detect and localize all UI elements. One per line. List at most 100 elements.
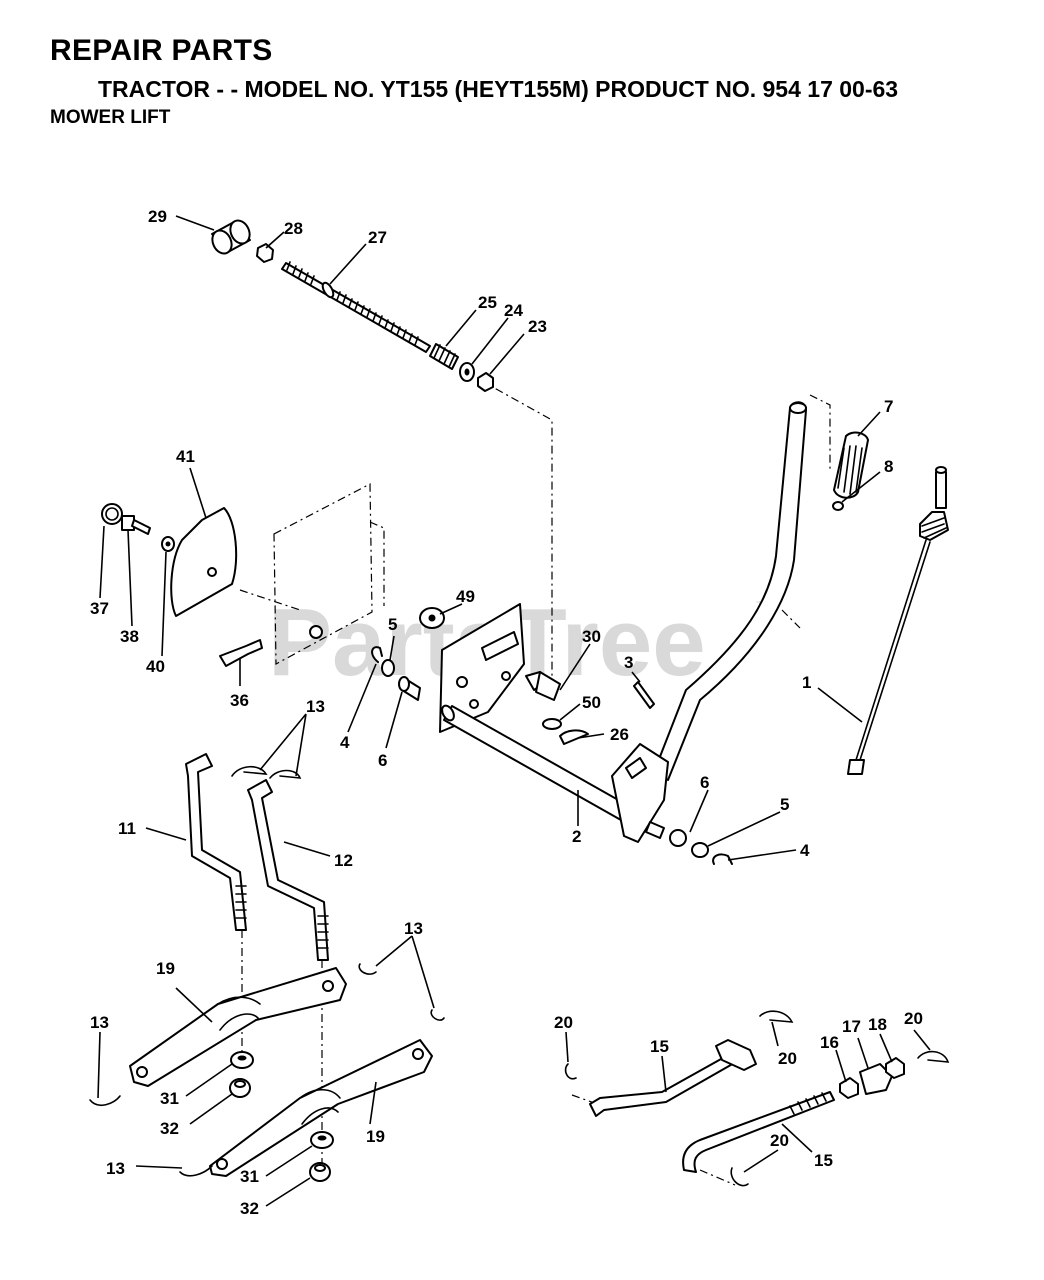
callout-13-bottom: 13 (106, 1159, 125, 1178)
clip-20-a (564, 1063, 577, 1080)
callout-6-right: 6 (700, 773, 709, 792)
callout-17: 17 (842, 1017, 861, 1036)
nut-28 (256, 243, 274, 263)
page-title: REPAIR PARTS (50, 34, 273, 67)
callout-38: 38 (120, 627, 139, 646)
callout-15-upper: 15 (650, 1037, 669, 1056)
leader-lines (97, 215, 931, 1207)
callout-20-a: 20 (554, 1013, 573, 1032)
callout-8: 8 (884, 457, 893, 476)
pin-3 (633, 681, 655, 709)
hairpin-13-f (179, 1165, 213, 1177)
callout-5-right: 5 (780, 795, 789, 814)
adjust-plate-41 (170, 507, 238, 617)
swivel-17 (859, 1063, 893, 1095)
callout-28: 28 (284, 219, 303, 238)
bolt-38 (121, 515, 151, 535)
washer-5-left (381, 659, 395, 677)
clip-4-right (712, 853, 733, 865)
callout-41: 41 (176, 447, 195, 466)
callout-20-b: 20 (778, 1049, 797, 1068)
clip-20-b (759, 1010, 794, 1023)
spring-25 (429, 343, 459, 370)
callout-23: 23 (528, 317, 547, 336)
callout-31-upper: 31 (160, 1089, 179, 1108)
shaft-2 (441, 704, 637, 825)
lift-handle (653, 401, 869, 781)
callout-2: 2 (572, 827, 581, 846)
clip-20-c (917, 1050, 950, 1063)
callout-16: 16 (820, 1033, 839, 1052)
callout-13-mid: 13 (404, 919, 423, 938)
lift-arm-19-lower (209, 1039, 433, 1177)
clip-20-d (730, 1167, 749, 1187)
callout-26: 26 (610, 725, 629, 744)
mounting-plate (439, 603, 525, 733)
callout-37: 37 (90, 599, 109, 618)
lift-link-11 (185, 753, 247, 931)
callout-5-left: 5 (388, 615, 397, 634)
lift-link-12 (247, 779, 329, 961)
hairpin-13-b (269, 769, 302, 779)
washer-50 (542, 718, 562, 730)
hairpin-13-c (358, 963, 377, 975)
nut-16 (839, 1077, 859, 1099)
clip-36 (219, 639, 263, 667)
washer-5-right (691, 842, 709, 858)
cable-1 (847, 466, 949, 775)
callout-6-left: 6 (378, 751, 387, 770)
knob-29 (211, 219, 251, 255)
callout-20-d: 20 (770, 1131, 789, 1150)
lift-arm-19-upper (129, 967, 347, 1087)
nut-8 (832, 501, 844, 511)
callout-25: 25 (478, 293, 497, 312)
callout-36: 36 (230, 691, 249, 710)
ring-37 (101, 503, 123, 525)
callout-13-left: 13 (90, 1013, 109, 1032)
clip-4-left (371, 646, 383, 663)
callout-3: 3 (624, 653, 633, 672)
callout-20-c: 20 (904, 1009, 923, 1028)
callout-1: 1 (802, 673, 811, 692)
deck-rod-15-upper (589, 1039, 757, 1117)
callout-4-right: 4 (800, 841, 810, 860)
model-subtitle: TRACTOR - - MODEL NO. YT155 (HEYT155M) P… (98, 76, 899, 102)
callout-19-lower: 19 (366, 1127, 385, 1146)
pin-26 (559, 729, 589, 745)
washer-6-right (669, 829, 687, 847)
nut-23 (477, 372, 494, 392)
callout-32-lower: 32 (240, 1199, 259, 1218)
hairpin-13-d (430, 1009, 445, 1021)
callout-27: 27 (368, 228, 387, 247)
callout-31-lower: 31 (240, 1167, 259, 1186)
callout-40: 40 (146, 657, 165, 676)
rod-27 (281, 261, 431, 353)
callout-15-lower: 15 (814, 1151, 833, 1170)
nut-18 (885, 1057, 905, 1079)
callout-11: 11 (118, 819, 136, 838)
callout-30: 30 (582, 627, 601, 646)
callout-32-upper: 32 (160, 1119, 179, 1138)
callout-18: 18 (868, 1015, 887, 1034)
callout-12: 12 (334, 851, 353, 870)
pivot-stud (309, 625, 323, 639)
hairpin-13-a (231, 765, 268, 777)
deck-rod-15-lower (682, 1091, 835, 1173)
callout-7: 7 (884, 397, 893, 416)
knob-assembly (211, 219, 494, 392)
callout-50: 50 (582, 693, 601, 712)
callout-24: 24 (504, 301, 523, 320)
callout-13-top: 13 (306, 697, 325, 716)
callout-19-upper: 19 (156, 959, 175, 978)
callout-29: 29 (148, 207, 167, 226)
section-title: MOWER LIFT (50, 107, 171, 128)
callout-labels: 29 28 27 25 24 23 7 8 41 37 38 40 49 5 3… (90, 207, 923, 1218)
callout-4-left: 4 (340, 733, 350, 752)
fitting-30 (525, 671, 561, 701)
grip-7 (833, 431, 869, 499)
bushing-6-right (645, 821, 665, 839)
bracket-plate (273, 483, 385, 665)
callout-49: 49 (456, 587, 475, 606)
hairpin-13-e (89, 1095, 121, 1107)
